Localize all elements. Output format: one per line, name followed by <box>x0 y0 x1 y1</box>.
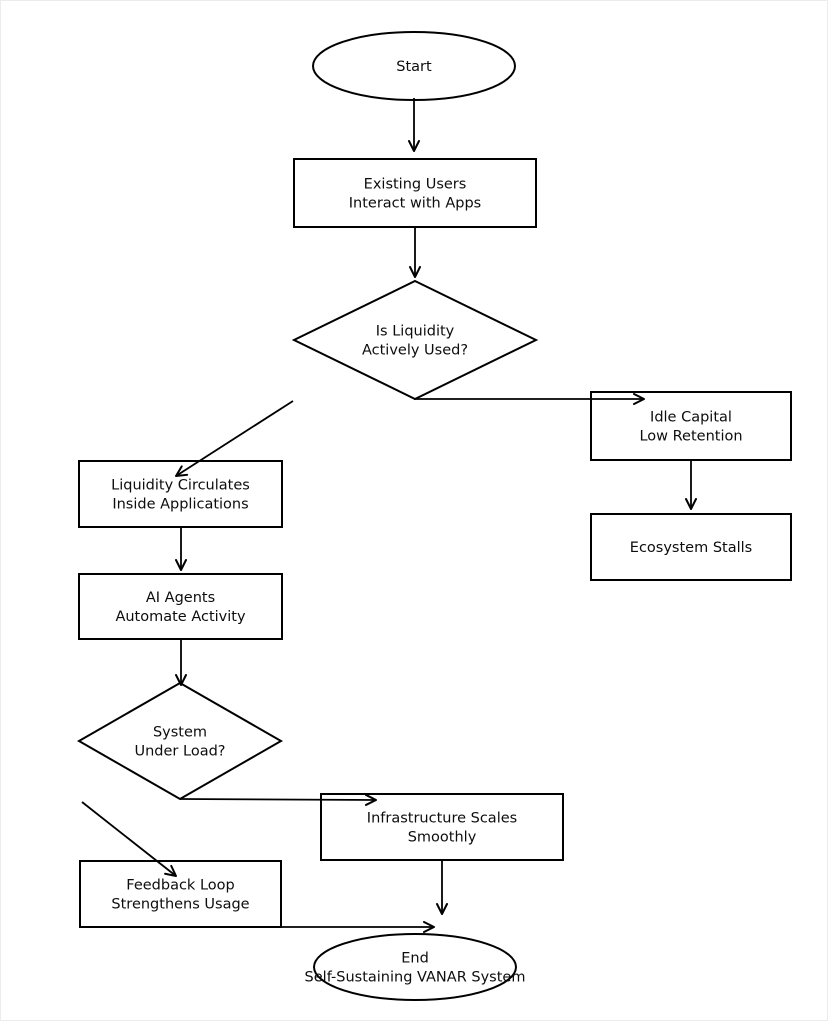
ecosystem-stalls-label: Ecosystem Stalls <box>630 540 752 556</box>
feedback-loop-label: Feedback Loop <box>126 878 234 894</box>
liquidity-used-shape <box>291 279 539 401</box>
under-load-shape <box>76 681 284 801</box>
idle-capital-label: Idle Capital <box>650 410 732 426</box>
under-load-label: System <box>153 725 207 741</box>
existing-users-label: Existing Users <box>364 177 467 193</box>
node-start: Start <box>312 31 516 101</box>
liquidity-used-label: Actively Used? <box>362 343 468 359</box>
node-ecosystem-stalls: Ecosystem Stalls <box>590 513 792 581</box>
liquidity-circulates-label: Inside Applications <box>112 497 248 513</box>
start-label: Start <box>396 59 432 75</box>
liquidity-circulates-shape <box>78 460 283 528</box>
ai-agents-shape <box>78 573 283 640</box>
end-label: Self-Sustaining VANAR System <box>305 970 526 986</box>
existing-users-label: Interact with Apps <box>349 196 481 212</box>
infrastructure-label: Smoothly <box>408 830 477 846</box>
infrastructure-label: Infrastructure Scales <box>367 811 517 827</box>
feedback-loop-label: Strengthens Usage <box>111 897 249 913</box>
infrastructure-shape <box>320 793 564 861</box>
ecosystem-stalls-shape <box>590 513 792 581</box>
idle-capital-shape <box>590 391 792 461</box>
liquidity-used-label: Is Liquidity <box>376 324 455 340</box>
edge-under-load-to-feedback-loop <box>81 801 177 877</box>
ai-agents-label: Automate Activity <box>115 609 246 625</box>
edge-under-load-to-infrastructure <box>179 793 377 806</box>
feedback-loop-shape <box>79 860 282 928</box>
ai-agents-label: AI Agents <box>146 590 215 606</box>
existing-users-shape <box>293 158 537 228</box>
end-label: End <box>401 951 429 967</box>
under-load-label: Under Load? <box>135 744 226 760</box>
edges-layer <box>81 98 697 933</box>
end-shape <box>313 933 517 1001</box>
idle-capital-label: Low Retention <box>639 429 742 445</box>
liquidity-circulates-label: Liquidity Circulates <box>111 478 250 494</box>
edge-liquidity-used-to-liquidity-circulates <box>175 400 294 477</box>
